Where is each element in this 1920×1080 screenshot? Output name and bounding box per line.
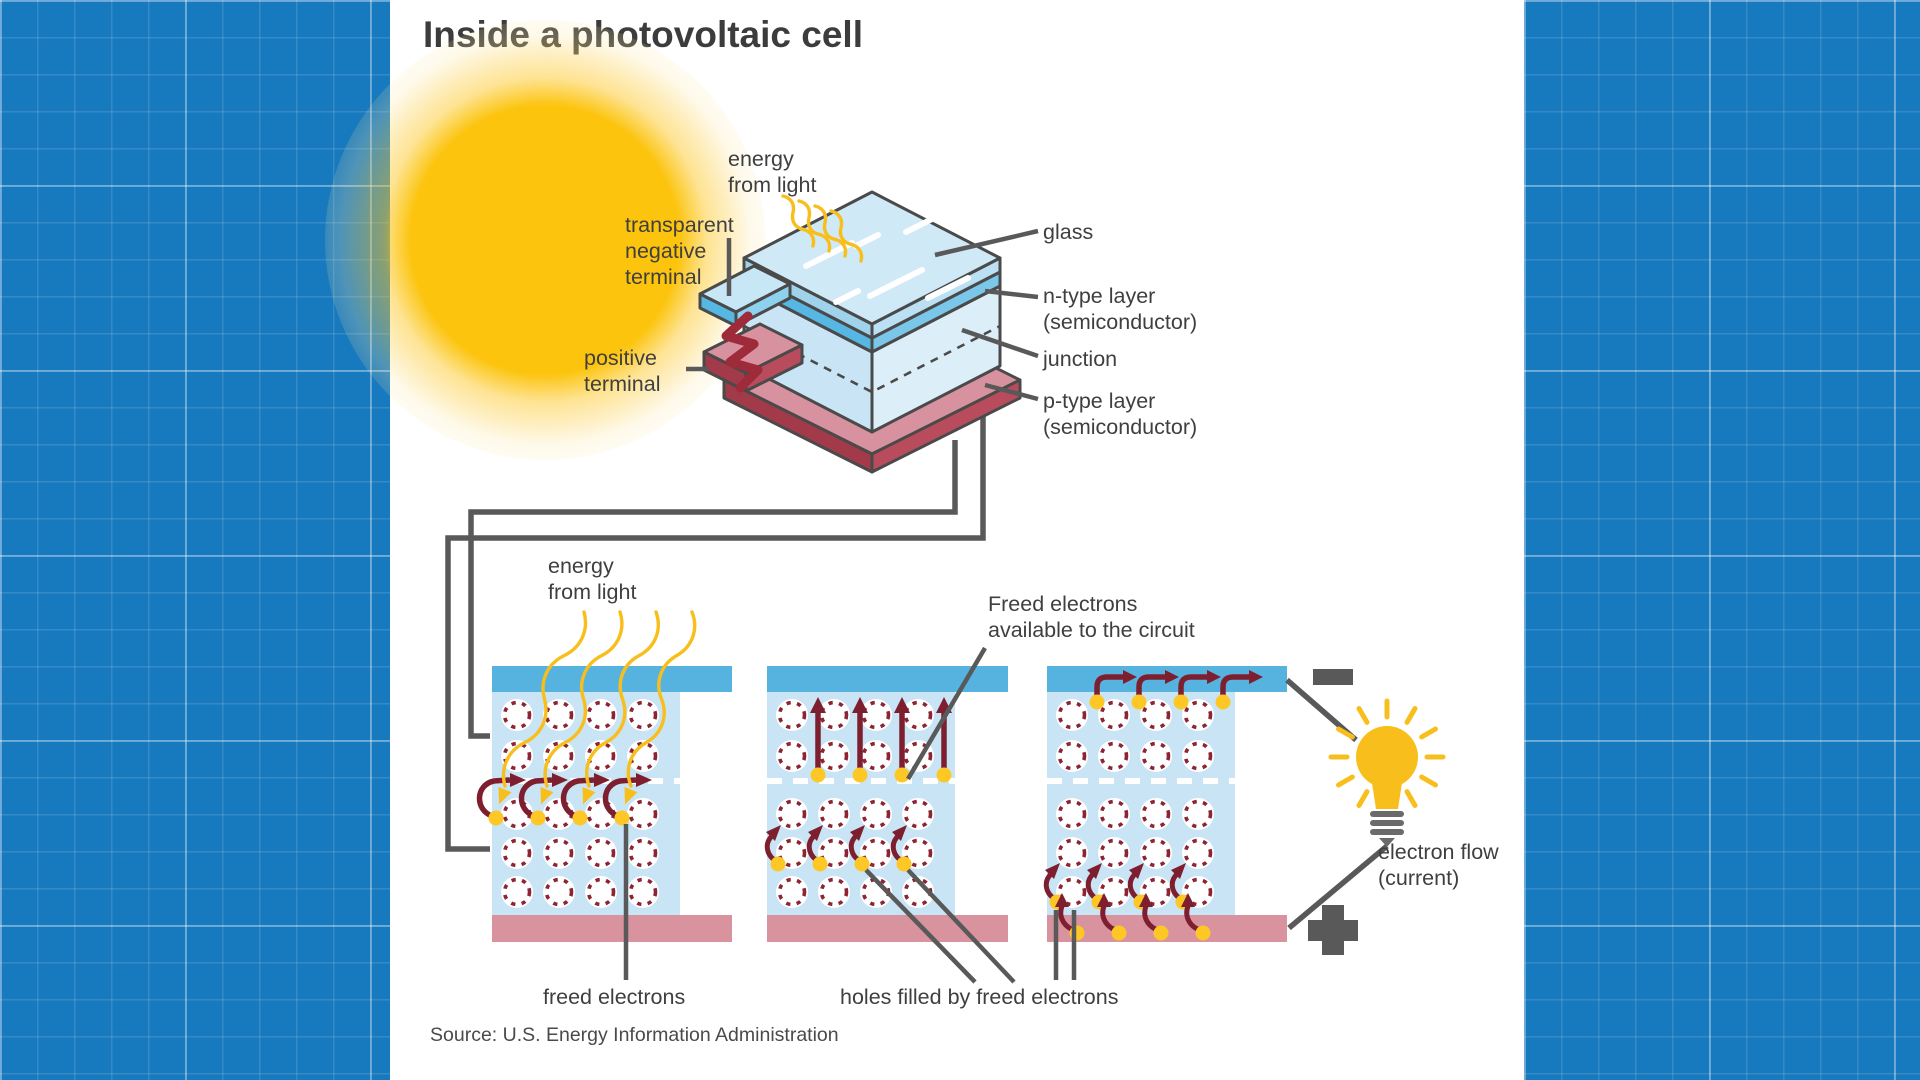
wire-outer xyxy=(445,408,986,852)
pointer-p-type xyxy=(984,382,1039,402)
pointer-holes-1 xyxy=(864,868,977,984)
label-n-type-layer: n-type layer (semiconductor) xyxy=(1043,284,1198,335)
label-electron-flow: electron flow (current) xyxy=(1378,840,1499,891)
cell-light-rays xyxy=(781,194,864,263)
source-attribution: Source: U.S. Energy Information Administ… xyxy=(430,1024,839,1046)
wire-inner xyxy=(468,440,958,739)
wire-from-bulb xyxy=(1287,843,1389,931)
pointer-glass xyxy=(934,228,1039,258)
pointer-holes-2 xyxy=(906,868,1016,984)
electron-arrows xyxy=(479,670,1263,941)
panel3-exit-arrows xyxy=(1089,670,1264,710)
zigzag-connector xyxy=(721,311,763,393)
minus-sign xyxy=(1313,669,1353,685)
label-freed-electrons: freed electrons xyxy=(543,985,686,1009)
plus-sign xyxy=(1308,905,1358,955)
label-glass: glass xyxy=(1043,220,1094,244)
label-p-type-layer: p-type layer (semiconductor) xyxy=(1043,389,1198,440)
panel2-positive-bar xyxy=(767,915,1008,942)
label-positive-terminal: positive terminal xyxy=(584,346,661,397)
light-bulb-icon xyxy=(1328,698,1446,847)
blueprint-right-margin xyxy=(1524,0,1920,1080)
panel2-up-arrows xyxy=(810,697,952,783)
panel1-junction-arrows xyxy=(479,773,652,826)
p-layer-right-side xyxy=(870,378,1022,474)
light-rays xyxy=(498,194,864,805)
pv-cell-3d xyxy=(698,190,1022,474)
blueprint-left-margin xyxy=(0,0,390,1080)
label-transparent-negative-terminal: transparent negative terminal xyxy=(625,213,734,290)
label-holes-filled: holes filled by freed electrons xyxy=(840,985,1119,1009)
label-energy-from-light-panel: energy from light xyxy=(548,554,637,605)
panel2-hole-arrows xyxy=(766,825,912,872)
pointer-junction xyxy=(961,327,1039,359)
pointer-freed-available xyxy=(906,646,987,781)
label-freed-electrons-available: Freed electrons available to the circuit xyxy=(988,592,1195,643)
panel1-light-rays xyxy=(498,610,697,805)
pointer-n-type xyxy=(984,288,1039,300)
external-circuit xyxy=(1285,669,1446,955)
circuit-wires xyxy=(445,408,986,852)
label-junction: junction xyxy=(1043,347,1118,371)
upper-pointer-lines xyxy=(686,228,1039,402)
lower-pointer-lines xyxy=(623,646,1077,984)
panel1-negative-bar xyxy=(492,666,732,692)
label-energy-from-light-top: energy from light xyxy=(728,147,817,198)
panel1-positive-bar xyxy=(492,915,732,942)
sun-icon xyxy=(325,20,765,460)
